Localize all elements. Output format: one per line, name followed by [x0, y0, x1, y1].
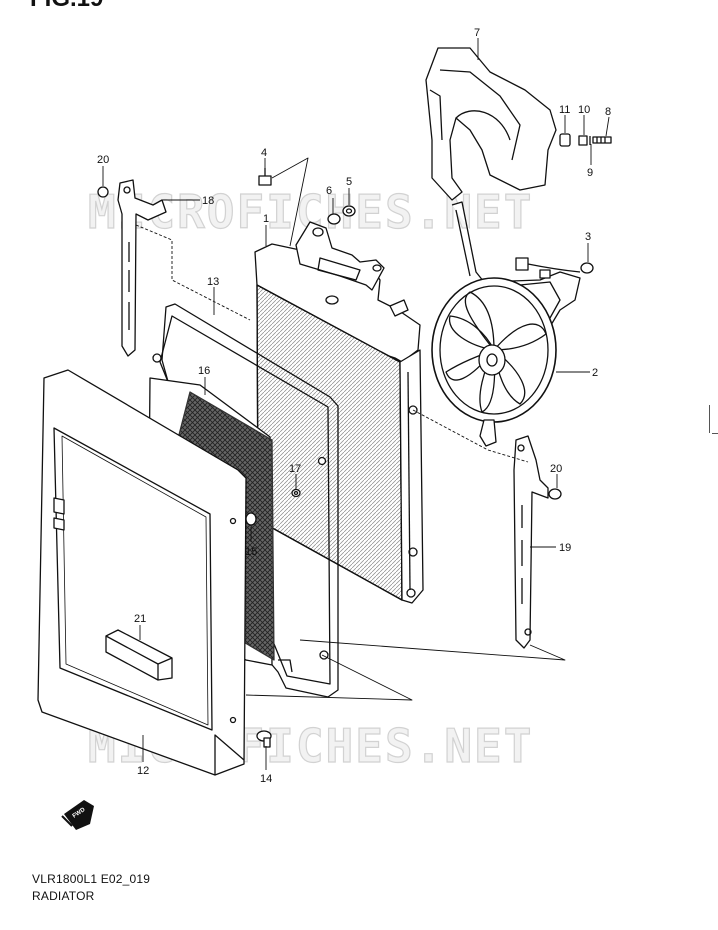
- part-12-outer-grille-frame: [37, 369, 247, 776]
- callout-20-right: 20: [550, 463, 562, 475]
- callout-9: 9: [587, 167, 593, 179]
- figure-title: FIG.19: [30, 0, 103, 12]
- callout-7: 7: [474, 27, 480, 39]
- callout-21: 21: [134, 613, 146, 625]
- fwd-arrow-icon: FWD: [61, 800, 94, 830]
- leader-lines: [102, 38, 610, 770]
- part-19-right-bracket: [513, 435, 562, 649]
- callout-5: 5: [346, 176, 352, 188]
- part-1-radiator: [254, 221, 424, 604]
- callout-14: 14: [260, 773, 272, 785]
- parts-8-11-hardware: [559, 133, 612, 147]
- part-3-bolt: [580, 262, 594, 274]
- callout-15: 15: [245, 546, 257, 558]
- callout-12: 12: [137, 765, 149, 777]
- callout-8: 8: [605, 106, 611, 118]
- callout-20-left: 20: [97, 154, 109, 166]
- model-code-label: VLR1800L1 E02_019: [32, 872, 151, 886]
- callout-11: 11: [559, 104, 570, 116]
- callout-16: 16: [198, 365, 210, 377]
- part-21-pad: [105, 629, 173, 681]
- callout-13: 13: [207, 276, 219, 288]
- callout-6: 6: [326, 185, 332, 197]
- part-7-fan-cover: [425, 47, 557, 201]
- callout-4: 4: [261, 147, 267, 159]
- page-edge-tick: [712, 433, 718, 434]
- parts-4-5-6-hardware: [258, 168, 356, 225]
- callout-17: 17: [289, 463, 301, 475]
- part-14-screw: [256, 730, 272, 748]
- part-2-cooling-fan: [431, 201, 581, 447]
- page-edge-mark: [709, 405, 718, 433]
- callout-2: 2: [592, 367, 598, 379]
- parts-15-17-hardware: [245, 488, 301, 526]
- callout-10: 10: [578, 104, 590, 116]
- callout-numbers: 7 11 10 8 9 4 5 6 20 18 1 3 13 2 16 17 2…: [97, 27, 611, 785]
- callout-1: 1: [263, 213, 269, 225]
- callout-3: 3: [585, 231, 591, 243]
- callout-18: 18: [202, 195, 214, 207]
- part-18-left-bracket: [97, 179, 167, 357]
- callout-19: 19: [559, 542, 571, 554]
- section-name-label: RADIATOR: [32, 889, 95, 903]
